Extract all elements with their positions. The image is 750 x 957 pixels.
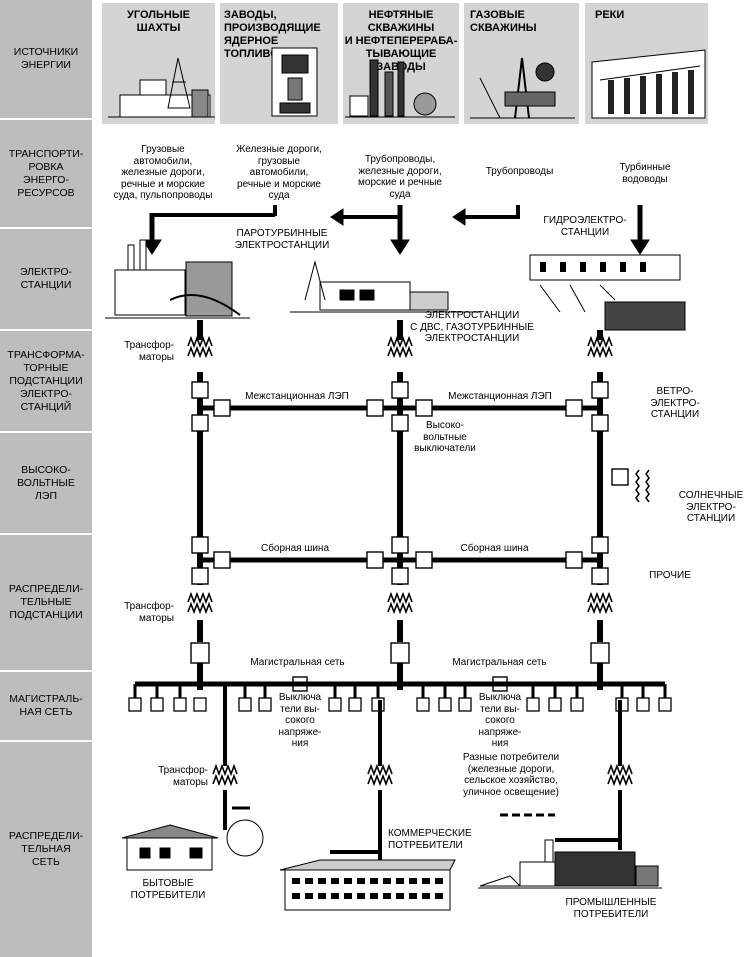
row-label-station-substations: ТРАНСФОРМА- ТОРНЫЕ ПОДСТАНЦИИ ЭЛЕКТРО- С…	[7, 348, 85, 413]
row-separator	[0, 740, 92, 742]
stage-sidebar: ИСТОЧНИКИ ЭНЕРГИИ ТРАНСПОРТИ- РОВКА ЭНЕР…	[0, 0, 92, 957]
source-title: УГОЛЬНЫЕ ШАХТЫ	[127, 9, 190, 34]
hv-switch-label: Выключа тели вы- сокого напряже- ния	[278, 692, 322, 749]
commercial-building-icon	[279, 859, 456, 911]
row-label-transport: ТРАНСПОРТИ- РОВКА ЭНЕРГО- РЕСУРСОВ	[8, 147, 84, 199]
row-separator	[0, 533, 92, 535]
transport-river: Турбинные водоводы	[619, 162, 671, 185]
source-title: ЗАВОДЫ, ПРОИЗВОДЯЩИЕ ЯДЕРНОЕ ТОПЛИВО	[224, 9, 321, 60]
source-title: ГАЗОВЫЕ СКВАЖИНЫ	[470, 9, 537, 34]
domestic-consumers-label: БЫТОВЫЕ ПОТРЕБИТЕЛИ	[130, 878, 206, 901]
transformer-icon	[187, 337, 213, 357]
coal-mine-icon	[108, 57, 215, 118]
gas-well-icon	[470, 57, 575, 119]
transformer-icon	[587, 337, 613, 357]
trunk-net-label-right: Магистральная сеть	[452, 657, 547, 668]
domestic-building-icon	[121, 819, 264, 871]
oil-refinery-icon	[345, 59, 455, 118]
row-separator	[0, 670, 92, 672]
interstation-line-label: Межстанционная ЛЭП	[245, 391, 349, 402]
solar-station-label: СОЛНЕЧНЫЕ ЭЛЕКТРО- СТАНЦИИ	[678, 490, 744, 524]
other-station-label: ПРОЧИЕ	[649, 570, 691, 581]
trunk-net-label: Магистральная сеть	[250, 657, 345, 668]
hydro-station-icon	[529, 254, 686, 331]
wind-station-label: ВЕТРО- ЭЛЕКТРО- СТАНЦИИ	[650, 386, 700, 420]
buses	[200, 405, 600, 563]
transport-coal: Грузовые автомобили, железные дороги, ре…	[113, 144, 213, 201]
transport-gas: Трубопроводы	[485, 166, 554, 177]
transport-nuclear: Железные дороги, грузовые автомобили, ре…	[236, 144, 322, 201]
steam-station-icon	[105, 239, 250, 319]
source-title: НЕФТЯНЫЕ СКВАЖИНЫ И НЕФТЕПЕРЕРАБА- ТЫВАЮ…	[344, 9, 458, 73]
commercial-consumers-label: КОММЕРЧЕСКИЕ ПОТРЕБИТЕЛИ	[388, 828, 472, 851]
row-separator	[0, 118, 92, 120]
row-separator	[0, 431, 92, 433]
collector-bus-label: Сборная шина	[260, 543, 330, 554]
hydro-station-label: ГИДРОЭЛЕКТРО- СТАНЦИИ	[543, 215, 627, 238]
trunk-network	[133, 681, 667, 698]
main-feeders	[197, 320, 603, 690]
row-label-stations: ЭЛЕКТРО- СТАНЦИИ	[19, 266, 73, 291]
transport-oil: Трубопроводы, железные дороги, морские и…	[358, 154, 442, 200]
transformers-label-dist: Трансфор- маторы	[124, 601, 174, 624]
interstation-line-label-right: Межстанционная ЛЭП	[448, 391, 552, 402]
row-label-trunk-network: МАГИСТРАЛЬ- НАЯ СЕТЬ	[9, 693, 83, 718]
row-label-distribution-substations: РАСПРЕДЕЛИ- ТЕЛЬНЫЕ ПОДСТАНЦИИ	[8, 583, 84, 621]
alt-station-symbol	[611, 468, 650, 503]
breakers	[190, 381, 610, 692]
row-label-hv-lines: ВЫСОКО- ВОЛЬТНЫЕ ЛЭП	[17, 463, 75, 502]
transformer-icon	[367, 765, 393, 785]
row-label-sources: ИСТОЧНИКИ ЭНЕРГИИ	[13, 45, 79, 71]
transformer-icon	[607, 765, 633, 785]
row-separator	[0, 227, 92, 229]
transformer-icon	[587, 593, 613, 613]
transformer-icon	[187, 593, 213, 613]
transformer-icon	[387, 593, 413, 613]
industrial-building-icon	[478, 839, 662, 889]
transport-arrows	[142, 205, 650, 255]
river-dam-icon	[591, 49, 706, 119]
various-consumers-label: Разные потребители (железные дороги, сел…	[462, 752, 560, 798]
ice-station-icon	[290, 260, 480, 313]
trunk-breakers	[128, 697, 672, 712]
distribution-lines	[223, 684, 622, 860]
hv-breakers-label: Высоко- вольтные выключатели	[414, 420, 476, 454]
row-label-distribution-network: РАСПРЕДЕЛИ- ТЕЛЬНАЯ СЕТЬ	[8, 830, 84, 868]
hv-switch-label-right: Выключа тели вы- сокого напряже- ния	[478, 692, 522, 749]
source-title: РЕКИ	[595, 9, 625, 21]
transformers-label: Трансфор- маторы	[124, 340, 174, 363]
transformer-icon	[212, 765, 238, 785]
transformers-label-net: Трансфор- маторы	[158, 765, 208, 788]
steam-station-label: ПАРОТУРБИННЫЕ ЭЛЕКТРОСТАНЦИИ	[234, 228, 330, 251]
industrial-consumers-label: ПРОМЫШЛЕННЫЕ ПОТРЕБИТЕЛИ	[565, 897, 657, 920]
ice-station-label: ЭЛЕКТРОСТАНЦИИ С ДВС, ГАЗОТУРБИННЫЕ ЭЛЕК…	[410, 310, 534, 344]
nuclear-fuel-plant-icon	[271, 47, 318, 117]
row-separator	[0, 329, 92, 331]
collector-bus-label-right: Сборная шина	[460, 543, 529, 554]
